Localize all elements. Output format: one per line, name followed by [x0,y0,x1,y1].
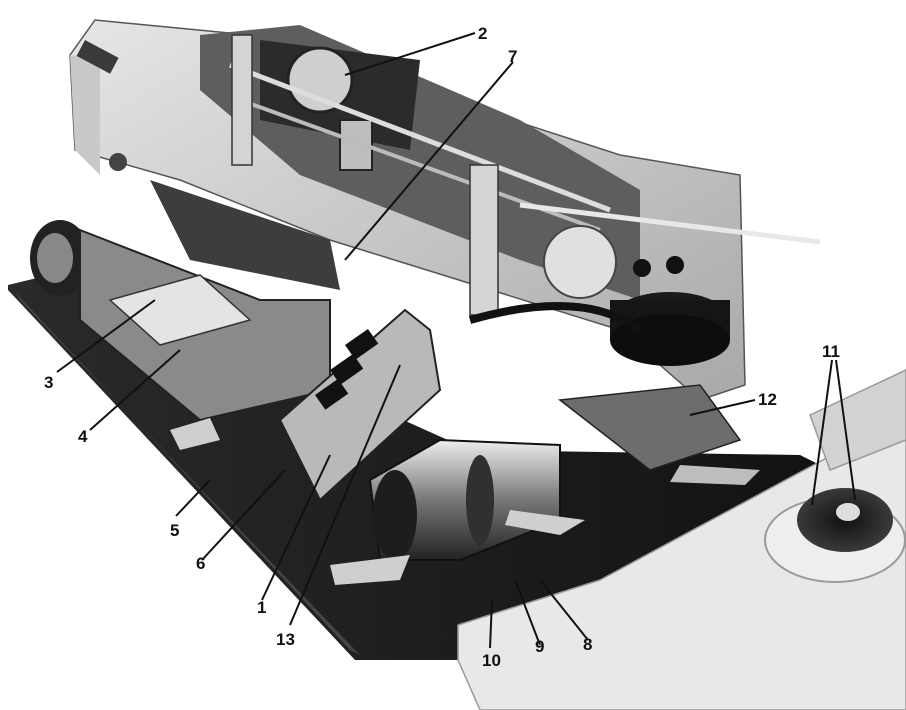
relay-1 [345,328,379,360]
leader-8 [539,579,589,641]
foot-front [330,555,410,585]
left-motor-face [37,233,73,283]
panel-hole [109,153,127,171]
callout-3: 3 [44,373,53,392]
callout-11: 11 [822,342,840,361]
leader-2 [344,32,476,76]
callout-9: 9 [535,637,544,656]
leader-1 [261,454,331,601]
callout-7: 7 [508,47,517,66]
callout-6: 6 [196,554,205,573]
side-window [543,225,617,299]
knob-b [666,256,684,274]
brand-plate [76,40,119,74]
guide-rod-upper [229,62,611,213]
relay-2 [330,353,364,385]
drive-belt [468,302,643,334]
leader-9 [514,579,541,646]
drive-motor-end [373,470,417,560]
leader-3 [56,299,156,373]
leader-13 [289,364,401,626]
leader-10 [489,599,493,649]
relay-3 [315,378,349,410]
leader-11a [811,359,833,506]
right-bracket [469,164,499,316]
cover-back-wall [809,369,906,471]
fan-hub [836,503,860,521]
hood-side-panel [70,55,100,175]
foot-bracket [670,465,760,485]
removed-cover [457,419,906,710]
leader-12 [689,399,756,416]
leader-5 [175,479,211,517]
drive-motor-ring [466,455,494,545]
callout-4: 4 [78,427,88,446]
callout-2: 2 [478,24,487,43]
callout-1: 1 [257,598,266,617]
leader-11b [835,359,856,501]
leader-7 [344,61,514,261]
callout-5: 5 [170,521,179,540]
callout-10: 10 [482,651,501,670]
leader-4 [89,349,181,431]
callout-8: 8 [583,635,592,654]
left-bracket [231,34,253,166]
callout-13: 13 [276,630,295,649]
drive-shaft [519,202,821,245]
mounting-plate [108,274,252,346]
foot-mid [505,510,585,535]
foot-left [170,418,220,450]
right-gearbox [558,384,742,471]
relay-panel [278,308,442,502]
rear-motor [286,46,354,114]
callout-12: 12 [758,390,777,409]
knob-a [633,259,651,277]
print-mechanism [150,180,340,290]
leader-6 [201,469,286,561]
